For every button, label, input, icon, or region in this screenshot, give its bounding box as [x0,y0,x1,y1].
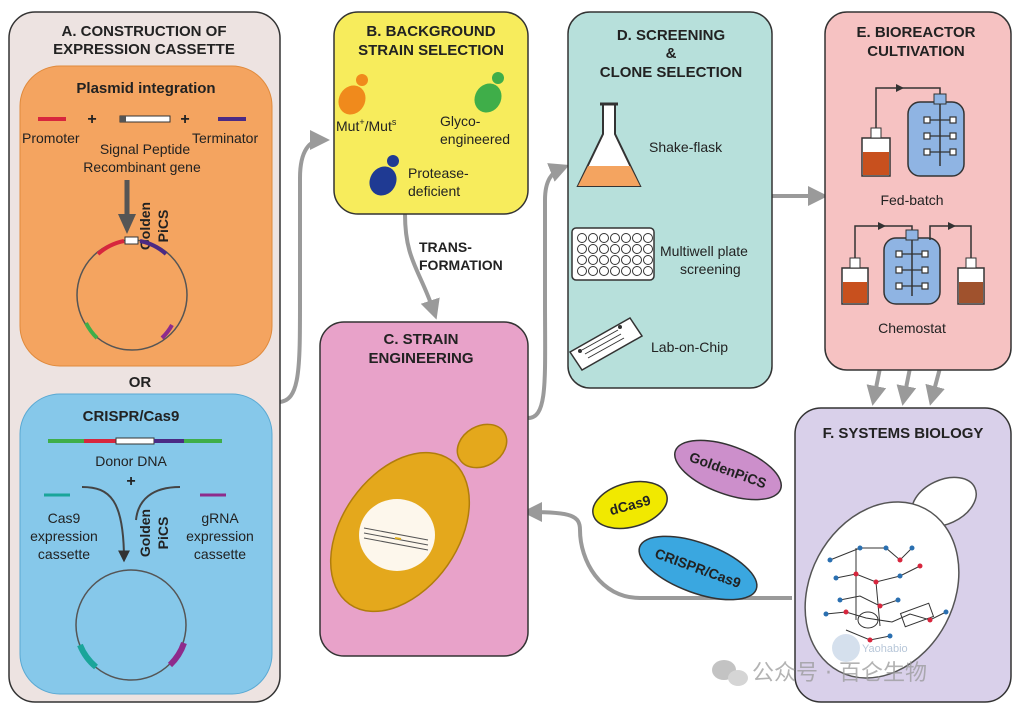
signal-peptide-segment-icon [120,116,126,122]
arrow-c-to-d [527,163,570,420]
recombinant-gene-label: Recombinant gene [83,159,201,175]
panel-b-title-line1: B. BACKGROUND [366,23,495,40]
grna-label-2: expression [186,528,254,544]
donor-dna-label: Donor DNA [95,453,167,469]
merge-arrow-left-icon [81,486,130,563]
chemostat-label: Chemostat [878,320,946,336]
arrow-e-to-f-3 [925,367,945,406]
panel-d-title-line1: D. SCREENING [617,27,725,44]
lab-on-chip-label: Lab-on-Chip [651,339,728,355]
panel-c: C. STRAIN ENGINEERING [319,321,529,657]
fed-batch-reactor-icon [861,84,965,177]
panel-c-title-line2: ENGINEERING [368,350,473,367]
signal-peptide-label: Signal Peptide [100,141,191,157]
donor-dna-icon [48,437,222,445]
arrow-f-to-c [522,502,792,600]
panel-d-title-line3: CLONE SELECTION [600,64,743,81]
panel-f: F. SYSTEMS BIOLOGY [794,407,1012,703]
dcas9-badge: dCas9 [592,480,668,530]
pics-label-2: PiCS [155,517,171,550]
fed-batch-label: Fed-batch [880,192,943,208]
arrow-e-to-f-2 [896,367,917,406]
golden-label-2: Golden [137,509,153,557]
chemostat-reactor-icon [841,222,985,305]
panel-a-title-line2: EXPRESSION CASSETTE [53,41,235,58]
cas9-label-2: expression [30,528,98,544]
crispr-box: CRISPR/Cas9 Donor DNA + Cas9 expression … [19,393,273,695]
glyco-label-2: engineered [440,131,510,147]
grna-label-3: cassette [194,546,246,562]
merge-arrow-right-icon [135,486,181,521]
arrow-b-to-c [403,213,440,320]
down-arrow-head-icon [118,214,136,234]
golden-label-1: Golden [137,202,153,250]
protease-label-1: Protease- [408,165,469,181]
plus-sign-3: + [126,473,135,490]
panel-e-title-line1: E. BIOREACTOR [857,24,976,41]
crispr-title: CRISPR/Cas9 [83,408,180,425]
panel-c-title-line1: C. STRAIN [384,331,459,348]
orange-yeast-icon [338,74,368,115]
panel-d: D. SCREENING & CLONE SELECTION Shake-fla… [567,11,773,389]
transformation-label-1: TRANS- [419,239,472,255]
plasmid-green-marker-icon [84,322,99,340]
plus-sign-2: + [180,111,189,128]
multiwell-label-2: screening [680,261,741,277]
yaohabio-logo-icon: Yaohabio [832,634,908,662]
panel-e: E. BIOREACTOR CULTIVATION Fed-batch [824,11,1012,371]
lab-on-chip-icon [568,317,644,371]
multiwell-label-1: Multiwell plate [660,243,748,259]
arrow-a-to-b [277,130,330,404]
blue-yeast-icon [369,155,399,196]
engineered-yeast-cell-icon [329,423,508,613]
golden-pics-badge: GoldenPiCS [673,439,783,501]
grna-label-1: gRNA [201,510,239,526]
protease-label-2: deficient [408,183,460,199]
watermark: Yaohabio 公众号 · 百仑生物 [712,634,927,686]
panel-a-title-line1: A. CONSTRUCTION OF [62,23,227,40]
pics-label-1: PiCS [155,210,171,243]
crispr-plasmid-circle-icon [75,569,187,681]
green-yeast-icon [474,72,504,113]
gene-segment-icon [119,115,171,123]
panel-a: A. CONSTRUCTION OF EXPRESSION CASSETTE P… [8,11,281,703]
shake-flask-label: Shake-flask [649,139,723,155]
cas9-label-3: cassette [38,546,90,562]
shake-flask-icon [576,102,642,187]
plus-sign-1: + [87,111,96,128]
cas9-label-1: Cas9 [48,510,81,526]
yaohabio-logo-text: Yaohabio [862,643,908,655]
or-label: OR [129,374,152,391]
crispr-grna-marker-icon [167,641,187,668]
crispr-cas9-marker-icon [77,643,99,670]
terminator-label: Terminator [192,130,258,146]
plasmid-insert-icon [124,236,139,245]
transformation-label-2: FORMATION [419,257,503,273]
plasmid-purple-marker-icon [160,323,174,340]
panel-e-title-line2: CULTIVATION [867,43,965,60]
mut-label: Mut+/Muts [336,117,397,134]
metabolic-network-cell-icon [804,476,977,679]
arrow-e-to-f-1 [866,367,887,406]
plasmid-integration-box: Plasmid integration + + Promoter Termina… [19,65,273,367]
panel-d-title-line2: & [666,45,677,62]
plasmid-promoter-arc-icon [96,239,125,256]
wechat-icon [712,660,748,686]
panel-b-title-line2: STRAIN SELECTION [358,42,504,59]
panel-b: B. BACKGROUND STRAIN SELECTION Mut+/Muts… [333,11,529,215]
multiwell-plate-icon [571,227,655,281]
panel-f-title: F. SYSTEMS BIOLOGY [823,425,984,442]
plasmid-integration-title: Plasmid integration [76,80,215,97]
glyco-label-1: Glyco- [440,113,481,129]
flow-arrows [277,130,945,600]
watermark-text: 公众号 · 百仑生物 [752,661,927,686]
plasmid-terminator-arc-icon [139,239,168,256]
promoter-label: Promoter [22,130,80,146]
